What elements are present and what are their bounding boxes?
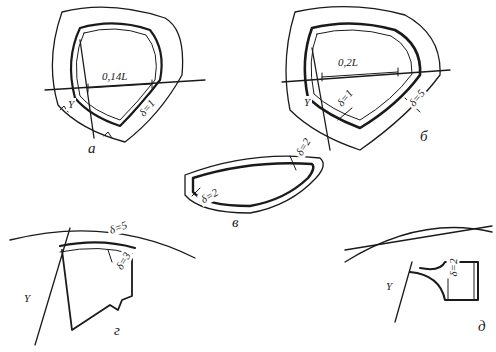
section-d [345,226,492,322]
figure-letter: д [476,318,488,335]
dimension-label: Y [22,292,32,305]
section-b [282,7,450,150]
dimension-label: δ=1 [333,85,357,110]
figure-letter: а [86,140,98,157]
dimension-label: 0,2L [336,56,360,69]
dimension-label: Y [302,96,312,109]
section-v [185,156,323,213]
figure-letter: г [112,322,122,339]
dimension-label: Y [384,280,394,293]
figure-letter: в [230,214,241,231]
section-a [45,7,205,142]
section-g [10,228,195,345]
figure-letter: б [418,128,430,145]
dimension-label: Y [66,98,76,111]
dimension-label: δ=2 [447,256,460,278]
dimension-label: 0,14L [100,70,129,83]
